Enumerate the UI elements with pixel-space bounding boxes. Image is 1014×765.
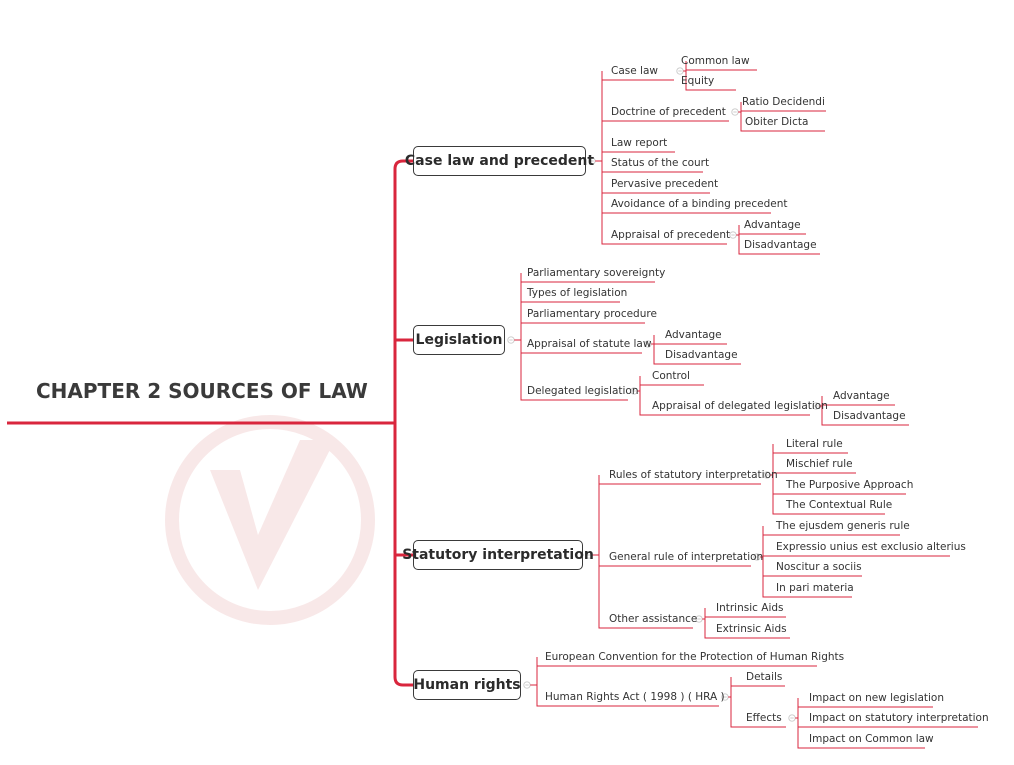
topic-underline (704, 608, 786, 618)
topic-1-3[interactable]: Appraisal of statute law (527, 338, 652, 350)
topic-underline (762, 567, 862, 577)
topic-underline (772, 464, 856, 474)
topic-0-1-0[interactable]: Ratio Decidendi (742, 96, 825, 108)
topic-0-2[interactable]: Law report (611, 137, 668, 149)
topic-underline (685, 61, 757, 71)
root-topic[interactable]: CHAPTER 2 SOURCES OF LAW (36, 379, 368, 403)
topic-underline (762, 588, 852, 598)
topic-underline (639, 376, 704, 386)
topic-underline (598, 475, 761, 485)
root-connector-bottom (393, 423, 413, 687)
topic-0-5[interactable]: Avoidance of a binding precedent (611, 198, 788, 210)
topic-underline (797, 698, 933, 708)
topic-2-0[interactable]: Rules of statutory interpretation (609, 469, 778, 481)
topic-underline (821, 416, 909, 426)
topic-underline (772, 485, 906, 495)
branch-2[interactable]: Statutory interpretation (402, 540, 594, 570)
topic-underline (740, 102, 826, 112)
topic-0-0-0[interactable]: Common law (681, 55, 750, 67)
topic-underline (772, 444, 848, 454)
topic-underline (653, 335, 727, 345)
topic-1-0[interactable]: Parliamentary sovereignty (527, 267, 666, 279)
topic-3-1[interactable]: Human Rights Act ( 1998 ) ( HRA ) (545, 691, 725, 703)
topic-2-1[interactable]: General rule of interpretation (609, 551, 764, 563)
topic-0-6-1[interactable]: Disadvantage (744, 239, 817, 251)
topic-underline (520, 293, 620, 303)
topic-1-1[interactable]: Types of legislation (527, 287, 628, 299)
topic-2-0-3[interactable]: The Contextual Rule (786, 499, 893, 511)
topic-underline (738, 225, 806, 235)
topic-underline (797, 739, 925, 749)
topic-1-4-1-1[interactable]: Disadvantage (833, 410, 906, 422)
topic-0-4[interactable]: Pervasive precedent (611, 178, 719, 190)
topic-underline (601, 184, 710, 194)
topic-0-1[interactable]: Doctrine of precedent (611, 106, 726, 118)
topic-0-0[interactable]: Case law (611, 65, 658, 77)
topic-2-1-1[interactable]: Expressio unius est exclusio alterius (776, 541, 966, 553)
topic-2-2-0[interactable]: Intrinsic Aids (716, 602, 784, 614)
topic-underline (653, 355, 741, 365)
topic-3-1-0[interactable]: Details (746, 671, 783, 683)
topic-underline (520, 314, 645, 324)
topic-1-4[interactable]: Delegated legislation (527, 385, 639, 397)
topic-underline (772, 505, 885, 515)
topic-1-4-1-0[interactable]: Advantage (833, 390, 890, 402)
branch-0[interactable]: Case law and precedent (405, 146, 594, 176)
topic-underline (601, 71, 674, 81)
topic-0-3[interactable]: Status of the court (611, 157, 710, 169)
topic-underline (797, 718, 978, 728)
topic-1-4-1[interactable]: Appraisal of delegated legislation (652, 400, 828, 412)
topic-3-1-1-0[interactable]: Impact on new legislation (809, 692, 945, 704)
topic-2-0-1[interactable]: Mischief rule (786, 458, 853, 470)
topic-underline (601, 143, 675, 153)
topic-underline (598, 557, 751, 567)
topic-2-2-1[interactable]: Extrinsic Aids (716, 623, 787, 635)
topic-underline (536, 657, 817, 667)
topic-2-2[interactable]: Other assistance (609, 613, 698, 625)
topic-1-4-0[interactable]: Control (652, 370, 690, 382)
topic-3-1-1-2[interactable]: Impact on Common law (809, 733, 934, 745)
topic-underline (762, 547, 950, 557)
topic-1-2[interactable]: Parliamentary procedure (527, 308, 657, 320)
topic-underline (536, 697, 719, 707)
topic-underline (821, 396, 895, 406)
topic-underline (730, 718, 786, 728)
topic-2-1-3[interactable]: In pari materia (776, 582, 854, 594)
topic-underline (762, 526, 900, 536)
topic-underline (520, 344, 642, 354)
topic-0-0-1[interactable]: Equity (681, 75, 715, 87)
topic-3-1-1-1[interactable]: Impact on statutory interpretation (809, 712, 989, 724)
topic-2-0-2[interactable]: The Purposive Approach (786, 479, 914, 491)
topic-2-1-2[interactable]: Noscitur a sociis (776, 561, 862, 573)
topic-underline (520, 273, 655, 283)
topic-3-1-1[interactable]: Effects (746, 712, 782, 724)
topic-underline (740, 122, 825, 132)
topic-0-6-0[interactable]: Advantage (744, 219, 801, 231)
topic-underline (685, 81, 736, 91)
topic-underline (601, 163, 703, 173)
topic-2-1-0[interactable]: The ejusdem generis rule (776, 520, 910, 532)
topic-underline (601, 235, 727, 245)
topic-underline (520, 391, 628, 401)
topic-0-1-1[interactable]: Obiter Dicta (745, 116, 809, 128)
topic-underline (639, 406, 810, 416)
topic-1-3-1[interactable]: Disadvantage (665, 349, 738, 361)
topic-2-0-0[interactable]: Literal rule (786, 438, 843, 450)
branch-1[interactable]: Legislation (413, 325, 505, 355)
topic-underline (601, 204, 771, 214)
topic-1-3-0[interactable]: Advantage (665, 329, 722, 341)
watermark-logo-icon (165, 415, 375, 625)
topic-underline (598, 619, 693, 629)
topic-3-0[interactable]: European Convention for the Protection o… (545, 651, 845, 663)
topic-underline (738, 245, 820, 255)
root-connector-top (393, 159, 413, 423)
topic-underline (704, 629, 790, 639)
topic-0-6[interactable]: Appraisal of precedent (611, 229, 731, 241)
topic-underline (730, 677, 785, 687)
branch-3[interactable]: Human rights (413, 670, 521, 700)
topic-underline (601, 112, 729, 122)
